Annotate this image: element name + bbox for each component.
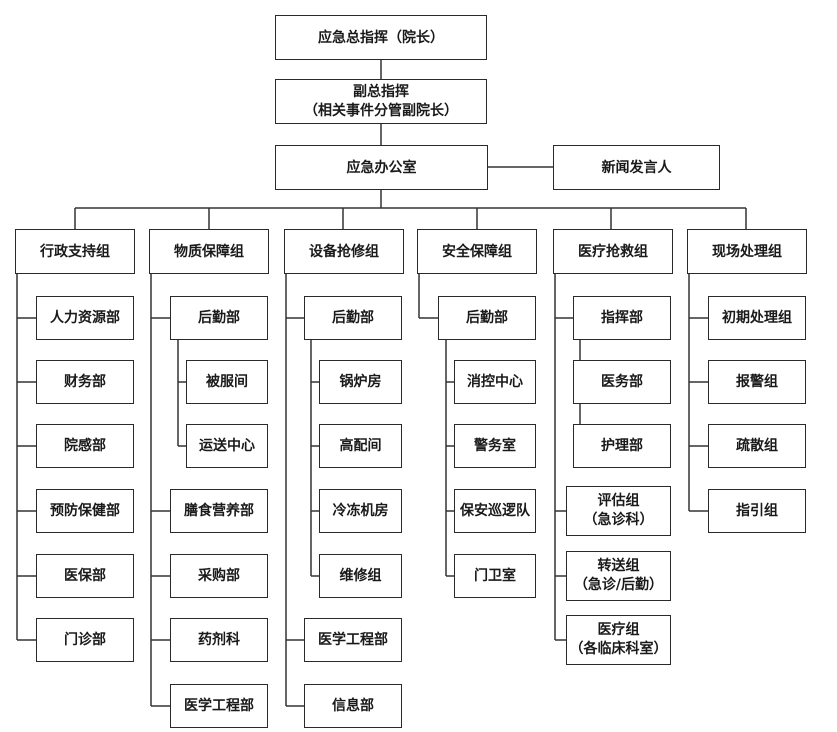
group-onsite-handling: 现场处理组	[687, 229, 807, 274]
item-medical-team: 医疗组 （各临床科室）	[566, 615, 671, 665]
item-medical-engineering: 医学工程部	[170, 684, 268, 728]
item-finance-dept: 财务部	[36, 360, 134, 404]
item-prevention-dept: 预防保健部	[36, 489, 134, 533]
group-admin-support: 行政支持组	[15, 229, 135, 274]
item-evacuation-team: 疏散组	[708, 424, 806, 468]
item-transport-center: 运送中心	[186, 424, 268, 468]
item-alarm-team: 报警组	[708, 360, 806, 404]
item-patrol-team: 保安巡逻队	[454, 489, 536, 533]
item-outpatient-dept: 门诊部	[36, 618, 134, 662]
item-insurance-dept: 医保部	[36, 554, 134, 598]
item-police-room: 警务室	[454, 424, 536, 468]
commander-box: 应急总指挥（院长）	[275, 15, 487, 60]
item-guidance-team: 指引组	[708, 489, 806, 533]
item-linen-room: 被服间	[186, 360, 268, 404]
item-maintenance-team: 维修组	[319, 554, 402, 598]
item-guard-room: 门卫室	[454, 554, 536, 598]
item-it-dept: 信息部	[304, 684, 402, 728]
item-transfer-team: 转送组 （急诊/后勤）	[566, 551, 671, 601]
item-hr-dept: 人力资源部	[36, 296, 134, 340]
spokesperson-box: 新闻发言人	[553, 145, 720, 190]
item-nutrition-dept: 膳食营养部	[170, 489, 268, 533]
item-fire-control-center: 消控中心	[454, 360, 536, 404]
group-equipment-repair: 设备抢修组	[284, 229, 404, 274]
item-logistics-dept: 后勤部	[170, 296, 268, 340]
item-command-dept: 指挥部	[573, 296, 671, 340]
item-pharmacy: 药剂科	[170, 618, 268, 662]
item-medical-engineering: 医学工程部	[304, 618, 402, 662]
group-security: 安全保障组	[417, 229, 537, 274]
item-refrigeration-room: 冷冻机房	[319, 489, 402, 533]
item-medical-affairs: 医务部	[573, 360, 671, 404]
emergency-office-box: 应急办公室	[275, 145, 488, 190]
item-nursing-dept: 护理部	[573, 424, 671, 468]
item-logistics-dept: 后勤部	[438, 296, 536, 340]
item-infection-dept: 院感部	[36, 424, 134, 468]
item-logistics-dept: 后勤部	[304, 296, 402, 340]
item-boiler-room: 锅炉房	[319, 360, 402, 404]
item-initial-handling: 初期处理组	[708, 296, 806, 340]
item-purchasing-dept: 采购部	[170, 554, 268, 598]
deputy-commander-box: 副总指挥 （相关事件分管副院长）	[275, 79, 487, 124]
group-material-support: 物质保障组	[149, 229, 269, 274]
item-assessment-team: 评估组 （急诊科）	[566, 486, 671, 536]
group-medical-rescue: 医疗抢救组	[553, 229, 673, 274]
item-power-distribution: 高配间	[319, 424, 402, 468]
